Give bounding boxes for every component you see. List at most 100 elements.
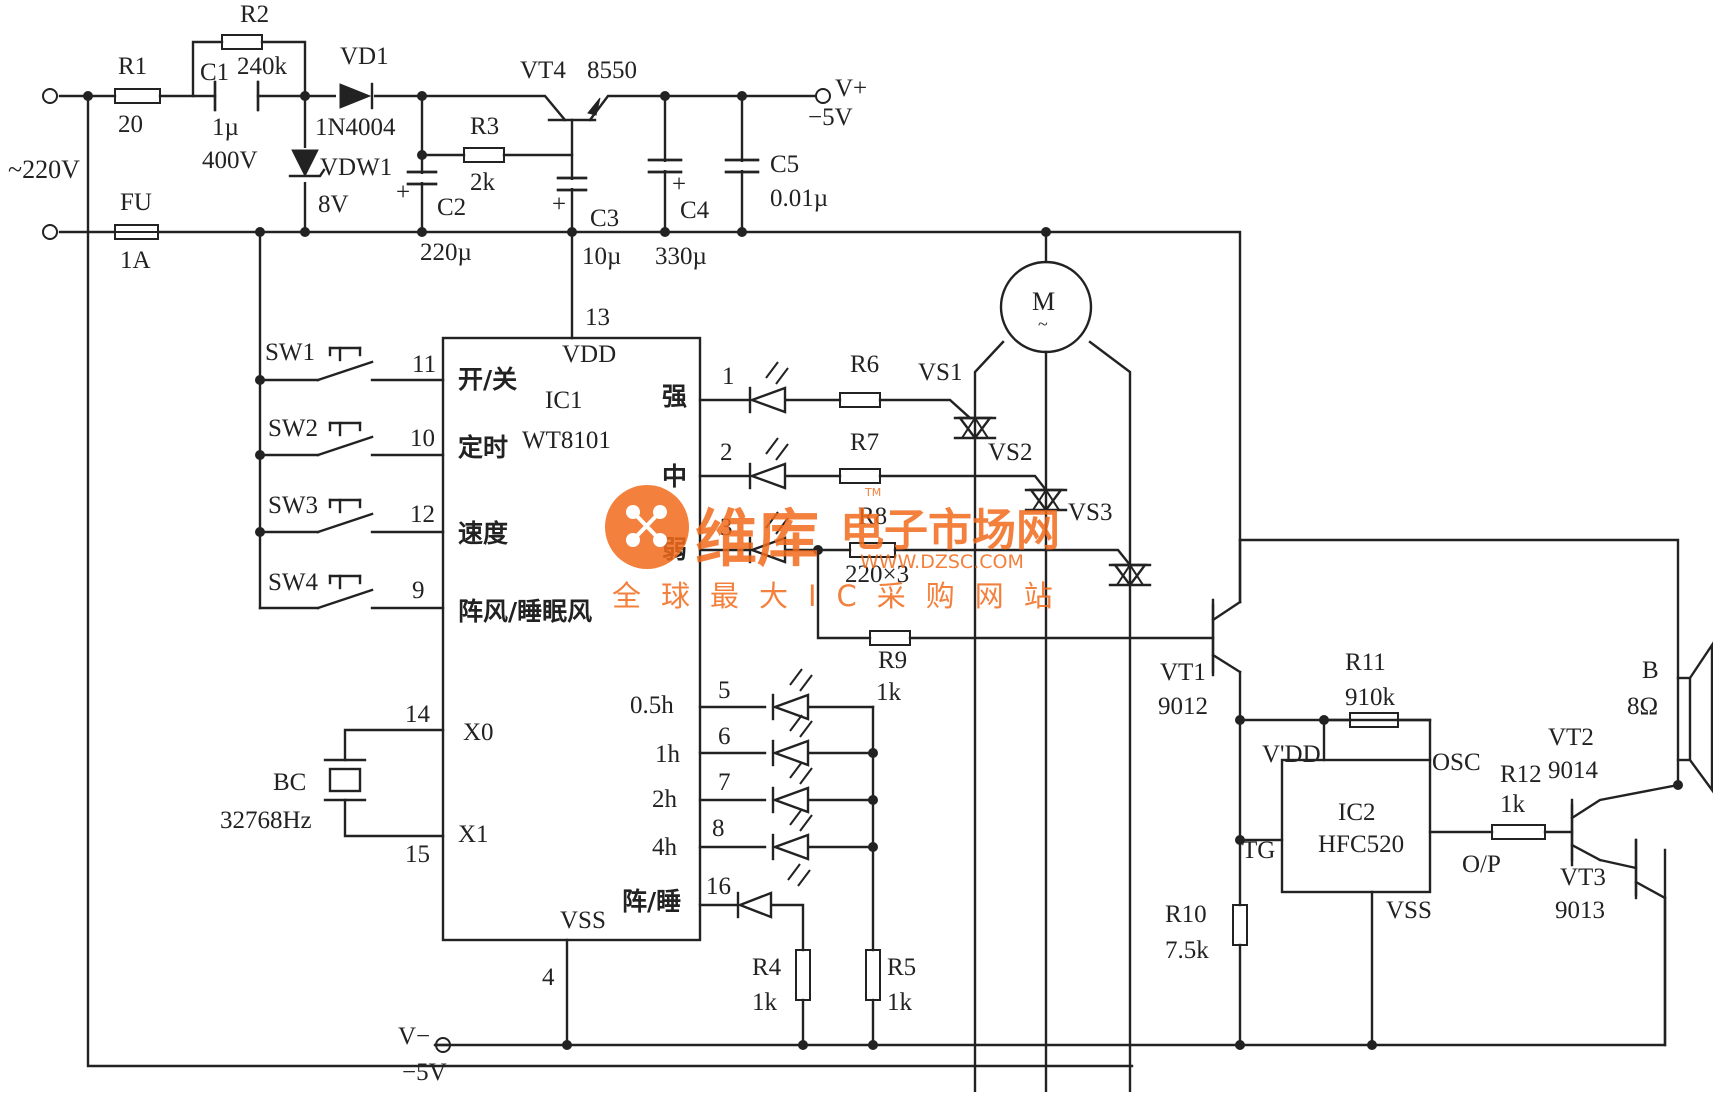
led-16-icon (736, 863, 811, 919)
r6-label: R6 (850, 351, 879, 378)
watermark-tm: TM (864, 486, 881, 499)
triac-vs3-icon (1108, 563, 1152, 587)
ac-input-label: ~220V (8, 155, 80, 184)
pin-14: 14 (405, 701, 431, 728)
motor: M ~ (999, 260, 1093, 354)
led-3-icon (748, 511, 789, 564)
vs3-label: VS3 (1068, 499, 1112, 526)
r2-value: 240k (237, 53, 288, 80)
in-mode: 阵风/睡眠风 (458, 597, 592, 626)
switch-symbols (316, 346, 374, 610)
r5-label: R5 (887, 954, 916, 981)
c5-value: 0.01µ (770, 185, 828, 212)
r11-value: 910k (1345, 684, 1396, 711)
r4-value: 1k (752, 989, 778, 1016)
r8-label: R8 (858, 503, 887, 530)
vd1-value: 1N4004 (315, 114, 396, 141)
vs2-label: VS2 (988, 439, 1032, 466)
vplus-value: −5V (808, 104, 853, 131)
pin-10: 10 (410, 425, 435, 452)
r4-label: R4 (752, 954, 782, 981)
r9-label: R9 (878, 647, 907, 674)
c1-value: 1µ (212, 114, 239, 141)
ic2-vss: VSS (1386, 897, 1432, 924)
watermark: 维库 电子市场网 WWW.DZSC.COM TM 全球最大IC采购网站 (605, 485, 1073, 613)
pin-12: 12 (410, 501, 435, 528)
pin-2: 2 (720, 439, 733, 466)
r10-value: 7.5k (1165, 937, 1209, 964)
ic2-vdd: V'DD (1262, 741, 1321, 768)
svg-text:+: + (396, 179, 410, 206)
vt4-value: 8550 (587, 57, 637, 84)
led-symbols (736, 361, 813, 919)
vd1-label: VD1 (340, 43, 389, 70)
pin-6: 6 (718, 723, 731, 750)
vminus-value: −5V (402, 1059, 447, 1086)
c1-label: C1 (200, 59, 229, 86)
vplus-label: V+ (835, 75, 867, 102)
sw4-label: SW4 (268, 569, 319, 596)
svg-text:~: ~ (1038, 314, 1048, 334)
pin-5: 5 (718, 677, 731, 704)
wires (58, 40, 1680, 1094)
c2-value: 220µ (420, 239, 472, 266)
watermark-site: 电子市场网 (840, 505, 1060, 556)
ic2-labels: IC2 HFC520 V'DD VSS OSC TG O/P (1242, 741, 1501, 924)
out-t05: 0.5h (630, 692, 674, 719)
r678-value: 220×3 (845, 561, 909, 588)
in-x1: X1 (458, 821, 489, 848)
ic1-labels: VDD IC1 WT8101 VSS 13 11 10 12 9 14 15 4… (405, 304, 735, 991)
vt1-label: VT1 (1160, 659, 1206, 686)
vt1-value: 9012 (1158, 693, 1208, 720)
zener-vdw1 (288, 148, 326, 182)
led-7-icon (771, 761, 813, 814)
pin-8: 8 (712, 815, 725, 842)
out-strong: 强 (662, 382, 687, 411)
vs1-label: VS1 (918, 359, 962, 386)
vdw1-value: 8V (318, 191, 349, 218)
r1-value: 20 (118, 111, 143, 138)
r11-label: R11 (1345, 649, 1386, 676)
vt2-value: 9014 (1548, 757, 1599, 784)
pin-9: 9 (412, 577, 425, 604)
ic1-name: IC1 (545, 387, 583, 414)
r5-value: 1k (887, 989, 913, 1016)
pin-15: 15 (405, 841, 430, 868)
pin-11: 11 (412, 351, 436, 378)
terminals (42, 88, 831, 1053)
sw2-label: SW2 (268, 415, 318, 442)
ic2-name: IC2 (1338, 799, 1376, 826)
watermark-slogan: 全球最大IC采购网站 (612, 579, 1073, 613)
pin-7: 7 (718, 769, 731, 796)
watermark-logo-icon (605, 485, 689, 569)
r9-value: 1k (876, 679, 902, 706)
c4-label: C4 (680, 197, 710, 224)
speaker-value: 8Ω (1627, 693, 1658, 720)
in-speed: 速度 (458, 519, 508, 548)
ic1-vdd: VDD (562, 341, 616, 368)
c1-voltage: 400V (202, 147, 258, 174)
in-onoff: 开/关 (458, 365, 517, 394)
vt4-label: VT4 (520, 57, 566, 84)
led-1-icon (748, 361, 789, 414)
resistor-symbols (114, 34, 1546, 1001)
speaker-icon (1676, 641, 1713, 794)
ic2-tg: TG (1242, 837, 1275, 864)
out-t2: 2h (652, 786, 678, 813)
r12-value: 1k (1500, 791, 1526, 818)
ic2-op: O/P (1462, 851, 1501, 878)
vt2-label: VT2 (1548, 724, 1594, 751)
led-2-icon (748, 437, 789, 490)
bc-value: 32768Hz (220, 807, 312, 834)
fuse-symbol (114, 224, 159, 240)
fu-label: FU (120, 189, 152, 216)
ic1-part: WT8101 (522, 427, 611, 454)
svg-text:+: + (552, 191, 566, 218)
out-mid: 中 (662, 462, 687, 491)
r12-label: R12 (1500, 761, 1542, 788)
fu-value: 1A (120, 247, 151, 274)
component-labels: ~220V R1 20 R2 240k C1 1µ 400V VD1 1N400… (8, 1, 1659, 1086)
out-t4: 4h (652, 834, 678, 861)
vdw1-label: VDW1 (320, 154, 392, 181)
